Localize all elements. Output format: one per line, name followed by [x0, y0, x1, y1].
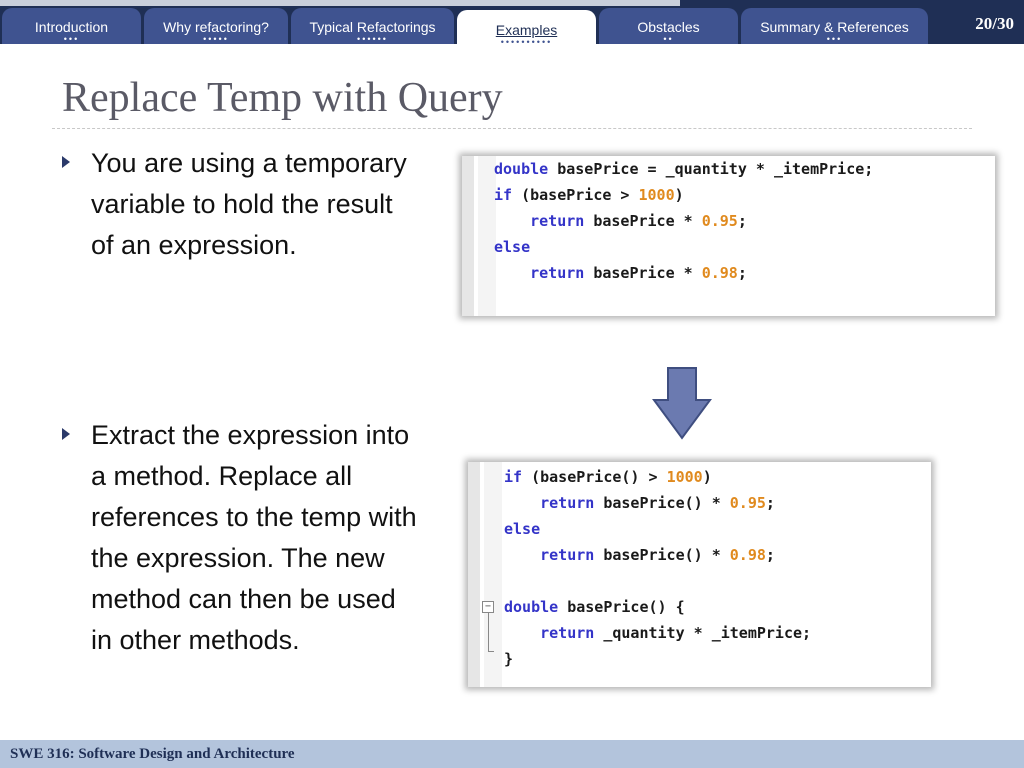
- tab-dots: ••••••: [357, 34, 388, 44]
- tab-why-refactoring[interactable]: Why refactoring? •••••: [144, 8, 288, 44]
- arrow-down-icon: [652, 367, 712, 440]
- bullet-text: You are using a temporary variable to ho…: [91, 148, 407, 260]
- tab-dots: •••••: [203, 34, 229, 44]
- code-line: return basePrice * 0.98;: [530, 264, 747, 282]
- tab-dots: •••: [63, 34, 80, 44]
- bullet-text: Extract the expression into a method. Re…: [91, 420, 417, 655]
- triangle-right-icon: [62, 428, 70, 440]
- course-title: SWE 316: Software Design and Architectur…: [10, 746, 295, 762]
- tab-summary-references[interactable]: Summary & References •••: [741, 8, 928, 44]
- tab-label: Why refactoring?: [163, 19, 269, 35]
- title-divider: [52, 128, 972, 129]
- bullet-solution: Extract the expression into a method. Re…: [62, 415, 422, 661]
- slide-title: Replace Temp with Query: [62, 75, 503, 121]
- code-line: return _quantity * _itemPrice;: [540, 624, 812, 642]
- code-line: else: [494, 238, 531, 256]
- code-gutter: [484, 462, 502, 687]
- tab-label: Examples: [495, 22, 558, 38]
- code-line: else: [504, 520, 541, 538]
- code-line: return basePrice() * 0.98;: [540, 546, 775, 564]
- tab-label: Obstacles: [637, 19, 700, 35]
- code-before-panel: double basePrice = _quantity * _itemPric…: [462, 156, 995, 316]
- code-line: }: [504, 650, 514, 668]
- top-navigation-bar: Introduction ••• Why refactoring? ••••• …: [0, 0, 1024, 47]
- code-before: double basePrice = _quantity * _itemPric…: [494, 156, 873, 286]
- code-line: return basePrice() * 0.95;: [540, 494, 775, 512]
- tab-introduction[interactable]: Introduction •••: [2, 8, 141, 44]
- code-after: if (basePrice() > 1000) return basePrice…: [504, 464, 811, 672]
- bullet-problem: You are using a temporary variable to ho…: [62, 143, 422, 266]
- code-line: double basePrice = _quantity * _itemPric…: [494, 160, 874, 178]
- fold-guide: [488, 613, 489, 651]
- collapse-icon[interactable]: −: [482, 601, 494, 613]
- triangle-right-icon: [62, 156, 70, 168]
- tab-dots: ••: [663, 34, 674, 44]
- fold-guide-end: [488, 651, 494, 652]
- footer-bar: SWE 316: Software Design and Architectur…: [0, 740, 1024, 768]
- tab-dots: •••: [826, 34, 843, 44]
- code-line: return basePrice * 0.95;: [530, 212, 747, 230]
- tab-label: Summary & References: [760, 19, 909, 35]
- code-line: if (basePrice() > 1000): [504, 468, 712, 486]
- code-line: if (basePrice > 1000): [494, 186, 684, 204]
- tab-label: Introduction: [34, 19, 109, 35]
- tab-dots: ••••••••••: [500, 37, 553, 47]
- page-number: 20/30: [975, 14, 1014, 33]
- code-after-panel: − if (basePrice() > 1000) return basePri…: [468, 462, 931, 687]
- code-gutter: [478, 156, 496, 316]
- tab-examples[interactable]: Examples ••••••••••: [457, 10, 596, 47]
- tab-obstacles[interactable]: Obstacles ••: [599, 8, 738, 44]
- tab-label: Typical Refactorings: [309, 19, 436, 35]
- progress-strip: [0, 0, 680, 6]
- code-line: double basePrice() {: [504, 598, 685, 616]
- tab-typical-refactorings[interactable]: Typical Refactorings ••••••: [291, 8, 454, 44]
